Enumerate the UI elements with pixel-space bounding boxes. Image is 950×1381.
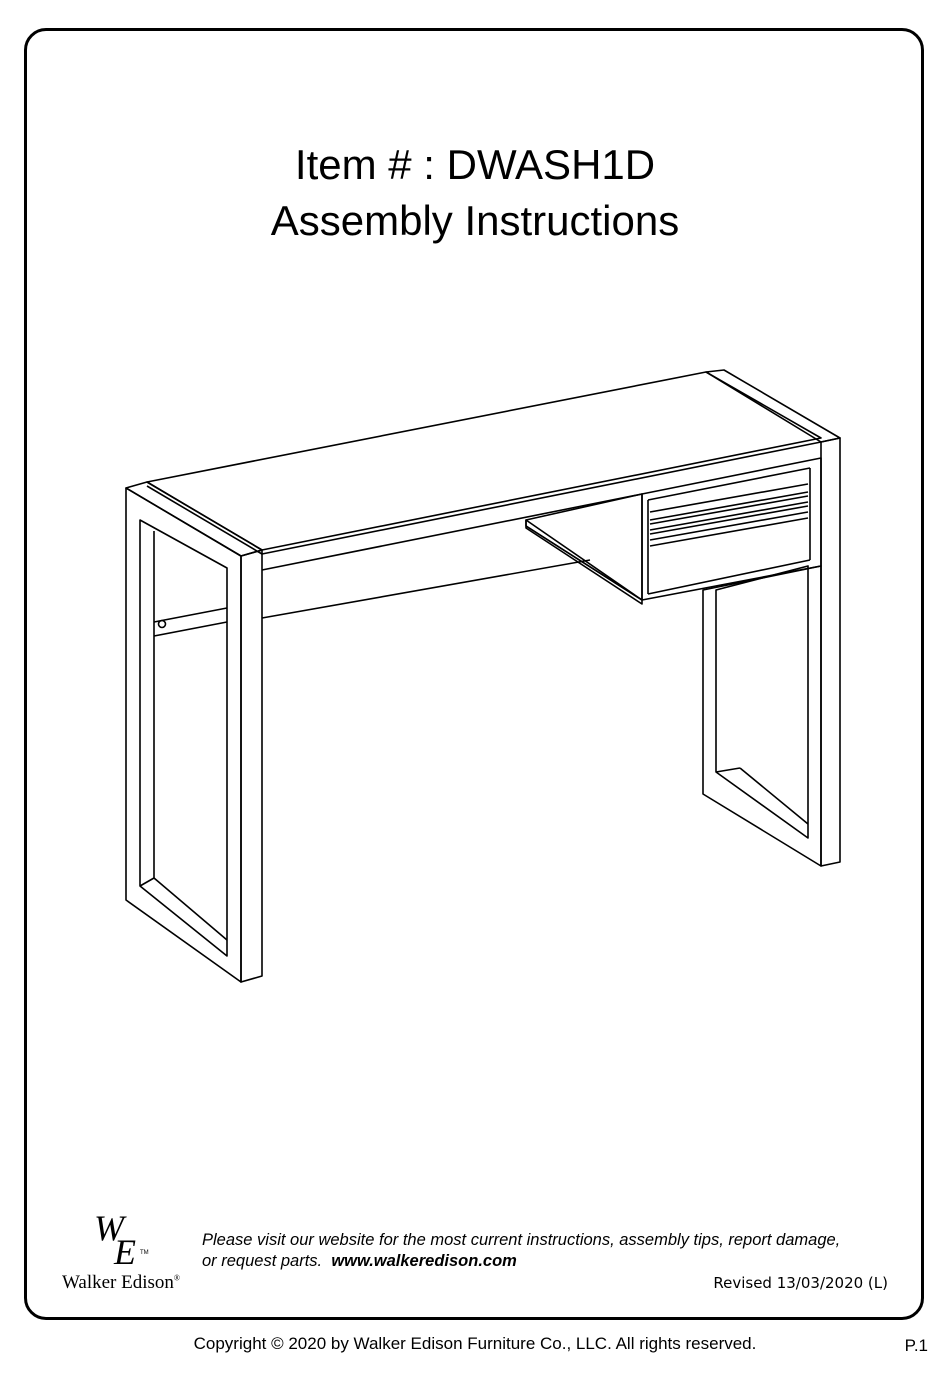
website-link[interactable]: www.walkeredison.com <box>331 1252 517 1270</box>
left-leg <box>125 481 263 983</box>
notice-line-2-text: or request parts. <box>202 1252 323 1270</box>
copyright-notice: Copyright © 2020 by Walker Edison Furnit… <box>193 1334 757 1353</box>
website-notice: Please visit our website for the most cu… <box>202 1230 840 1272</box>
desktop-top <box>146 371 822 555</box>
svg-text:W: W <box>94 1208 127 1248</box>
svg-text:TM: TM <box>140 1250 149 1256</box>
right-leg <box>702 369 841 867</box>
notice-line-1: Please visit our website for the most cu… <box>202 1231 841 1249</box>
walker-edison-logo: W E TM Walker Edison® <box>58 1206 188 1306</box>
notice-line-2: or request parts. www.walkeredison.com <box>202 1251 840 1272</box>
registered-mark: ® <box>173 1273 180 1283</box>
back-stretcher <box>153 493 643 637</box>
brand-name: Walker Edison <box>62 1272 174 1293</box>
item-number-title: Item # : DWASH1D <box>294 141 656 188</box>
assembly-instructions-title: Assembly Instructions <box>270 197 680 244</box>
drawer-front <box>649 483 809 547</box>
we-monogram-icon: W E TM <box>94 1208 149 1272</box>
page-number: P.1 <box>904 1336 928 1355</box>
drawer-box <box>525 457 822 605</box>
svg-text:E: E <box>113 1232 136 1272</box>
page-border <box>24 28 924 1320</box>
revision-date: Revised 13/03/2020 (L) <box>713 1274 888 1292</box>
